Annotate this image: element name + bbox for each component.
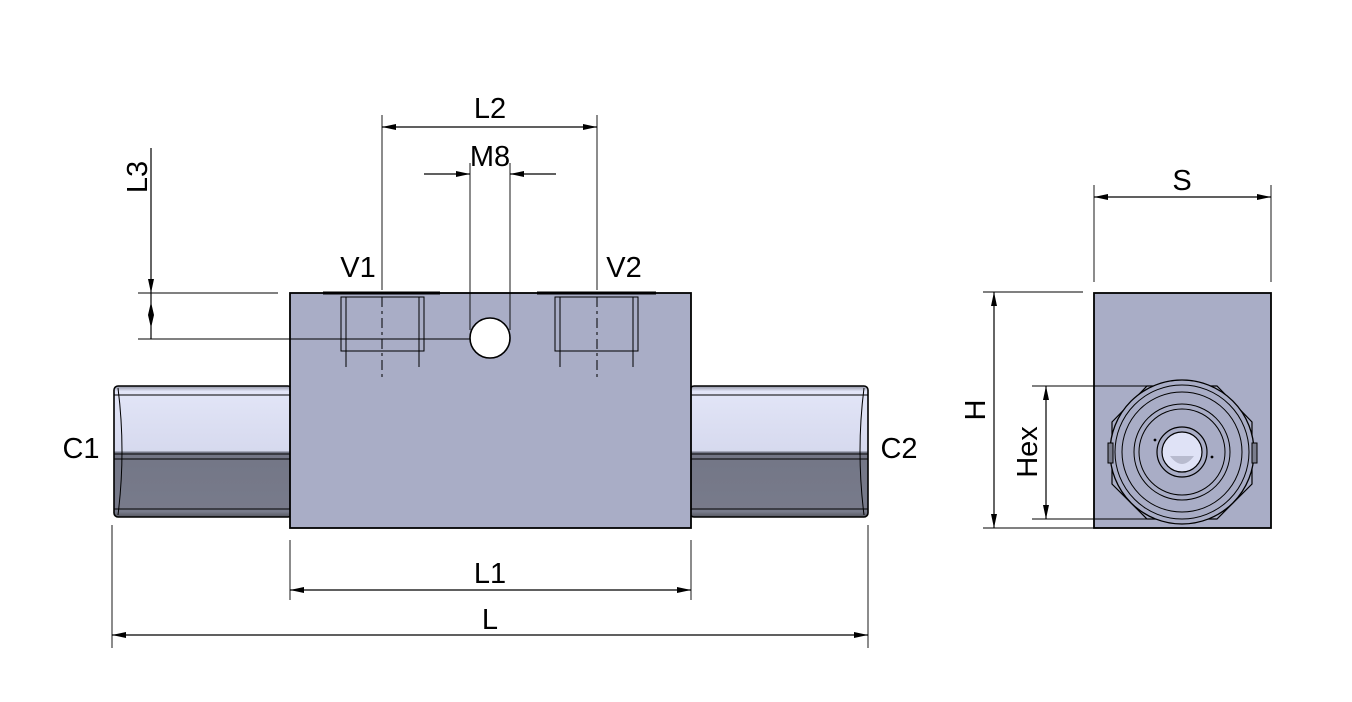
dimension-s [1093,185,1272,282]
dimension-h [983,291,1094,529]
label-l2: L2 [474,93,506,125]
label-h: H [960,400,992,421]
end-view-hex-fitting [1107,379,1258,525]
label-v1: V1 [340,252,375,284]
label-l: L [482,604,498,636]
label-c2: C2 [880,433,917,465]
label-l3: L3 [122,161,154,193]
label-c1: C1 [62,433,99,465]
mounting-hole-icon [469,317,511,359]
dimension-m8 [424,163,556,330]
port-v1 [323,291,440,380]
port-v2 [537,291,656,380]
dimension-hex [1032,385,1147,520]
dimension-l [111,525,869,648]
dimension-l2 [381,115,598,290]
dimension-l1 [289,540,692,600]
label-hex: Hex [1012,426,1044,478]
right-hex-fitting [689,385,869,518]
dimension-l3 [138,148,470,340]
label-s: S [1172,165,1191,197]
label-l1: L1 [474,558,506,590]
label-m8: M8 [470,141,510,173]
label-v2: V2 [606,252,641,284]
left-hex-fitting [113,385,293,518]
